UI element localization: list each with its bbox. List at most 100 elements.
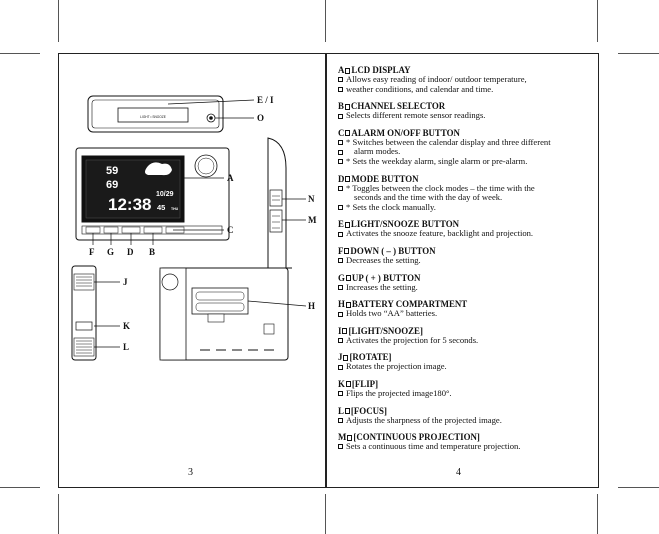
callout-o: O (257, 113, 264, 123)
bullet-text: seconds and the time with the day of wee… (354, 192, 503, 203)
section-letter: D (338, 173, 345, 184)
bullet-text: Adjusts the sharpness of the projected i… (346, 414, 502, 425)
bullet-line: * Sets the clock manually. (338, 201, 600, 213)
section-l: L[FOCUS]Adjusts the sharpness of the pro… (338, 406, 600, 426)
bullet-line: Increases the setting. (338, 281, 600, 293)
down-button[interactable] (85, 226, 101, 234)
checkbox-icon (338, 77, 343, 83)
projector-side-view (71, 265, 97, 361)
callout-leaders (92, 99, 307, 348)
checkbox-icon (345, 381, 351, 388)
checkbox-icon (344, 248, 350, 255)
checkbox-icon (344, 103, 350, 110)
section-letter: F (338, 245, 344, 256)
checkbox-icon (345, 275, 351, 282)
bullet-line: Adjusts the sharpness of the projected i… (338, 414, 600, 426)
checkbox-icon (338, 86, 343, 92)
bullet-text: * Sets the clock manually. (346, 201, 436, 212)
section-title: [ROTATE] (349, 352, 392, 363)
section-title: [FLIP] (351, 378, 379, 389)
section-letter: A (338, 65, 345, 75)
checkbox-icon (338, 391, 343, 397)
bullet-text: * Sets the weekday alarm, single alarm o… (346, 155, 528, 166)
bullet-text: Flips the projected image180°. (346, 387, 452, 398)
section-heading: J [ROTATE] (338, 352, 600, 362)
checkbox-icon (338, 311, 343, 317)
section-letter: B (338, 101, 344, 112)
section-letter: K (338, 378, 345, 389)
section-i: I[LIGHT/SNOOZE]Activates the projection … (338, 326, 600, 346)
section-title: [CONTINUOUS PROJECTION] (353, 432, 480, 443)
bullet-text: Sets a continuous time and temperature p… (346, 441, 521, 452)
section-letter: E (338, 219, 344, 230)
section-j: J [ROTATE]Rotates the projection image. (338, 352, 600, 372)
checkbox-icon (347, 434, 353, 441)
checkbox-icon (345, 176, 351, 183)
bullet-line: Selects different remote sensor readings… (338, 111, 600, 121)
callout-l: L (123, 342, 129, 352)
channel-button[interactable] (143, 226, 163, 234)
up-button[interactable] (103, 226, 119, 234)
checkbox-icon (338, 140, 343, 146)
bullet-text: Increases the setting. (346, 281, 418, 292)
lcd-weekday: THU (171, 207, 179, 211)
section-heading: F DOWN ( – ) BUTTON (338, 246, 600, 256)
checkbox-icon (343, 354, 349, 361)
callout-a: A (227, 173, 234, 183)
checkbox-icon (338, 417, 343, 423)
rotate-dial[interactable] (73, 273, 95, 291)
callout-j: J (123, 277, 128, 287)
section-title: ALARM ON/OFF BUTTON (351, 127, 460, 138)
checkbox-icon (338, 258, 343, 264)
bullet-line: alarm modes. (338, 147, 600, 157)
bullet-line: Allows easy reading of indoor/ outdoor t… (338, 74, 600, 85)
section-title: BATTERY COMPARTMENT (351, 299, 468, 310)
section-heading: I[LIGHT/SNOOZE] (338, 326, 600, 336)
lcd-seconds: 45 (157, 203, 165, 212)
crop-mark (58, 0, 59, 42)
section-heading: M[CONTINUOUS PROJECTION] (338, 432, 600, 442)
bullet-text: * Switches between the calendar display … (346, 136, 551, 147)
checkbox-icon (338, 364, 343, 370)
bullet-line: Sets a continuous time and temperature p… (338, 441, 600, 452)
checkbox-icon (344, 221, 350, 228)
flip-button[interactable] (75, 321, 93, 331)
callout-d: D (127, 247, 134, 257)
checkbox-icon (338, 205, 343, 211)
lcd-date: 10/29 (156, 191, 174, 198)
callout-g: G (107, 247, 114, 257)
bullet-text: alarm modes. (354, 146, 401, 157)
section-letter: G (338, 272, 345, 283)
bullet-text: Allows easy reading of indoor/ outdoor t… (346, 74, 527, 84)
callout-e-i: E / I (257, 95, 274, 105)
bullet-text: Decreases the setting. (346, 254, 421, 265)
bullet-line: weather conditions, and calendar and tim… (338, 83, 600, 95)
right-page-frame (325, 53, 599, 488)
crop-mark (618, 487, 659, 488)
section-title: DOWN ( – ) BUTTON (350, 245, 436, 256)
checkbox-icon (344, 408, 350, 414)
bullet-text: weather conditions, and calendar and tim… (346, 83, 494, 94)
crop-mark (325, 0, 326, 42)
section-letter: J (338, 352, 343, 363)
callout-f: F (89, 247, 95, 257)
bullet-line: Rotates the projection image. (338, 362, 600, 372)
mode-button[interactable] (121, 226, 141, 234)
checkbox-icon (338, 231, 343, 237)
section-k: K [FLIP]Flips the projected image180°. (338, 379, 600, 399)
section-title: LIGHT/SNOOZE BUTTON (350, 219, 460, 230)
bullet-text: Activates the snooze feature, backlight … (346, 228, 534, 239)
crop-mark (325, 494, 326, 534)
projector-lens-icon (194, 154, 218, 178)
side-view (267, 137, 292, 269)
checkbox-icon (338, 284, 343, 290)
crop-mark (58, 494, 59, 534)
